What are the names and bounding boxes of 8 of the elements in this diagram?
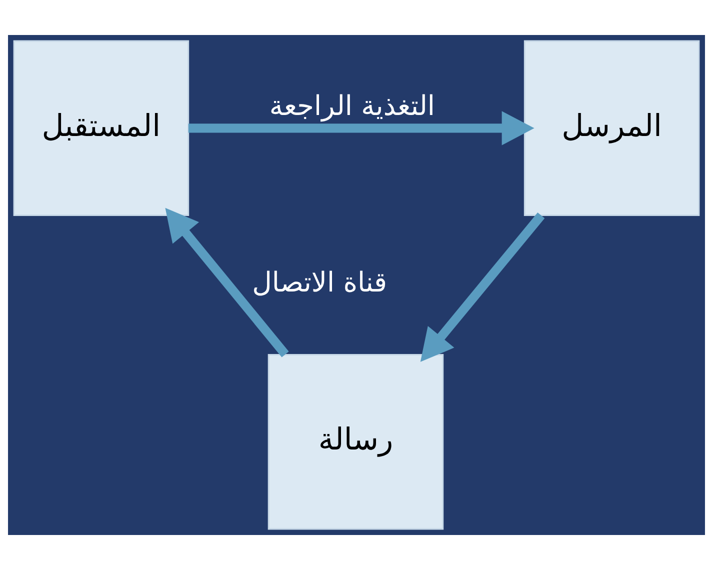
- node-box: رسالة: [268, 353, 444, 530]
- edge-label: التغذية الراجعة: [269, 90, 435, 122]
- node-box: المستقبل: [13, 40, 190, 216]
- node-box: المرسل: [524, 40, 700, 216]
- arrow: [188, 110, 534, 145]
- edge-label: قناة الاتصال: [252, 267, 388, 298]
- arrow: [420, 212, 545, 362]
- arrow: [165, 207, 289, 357]
